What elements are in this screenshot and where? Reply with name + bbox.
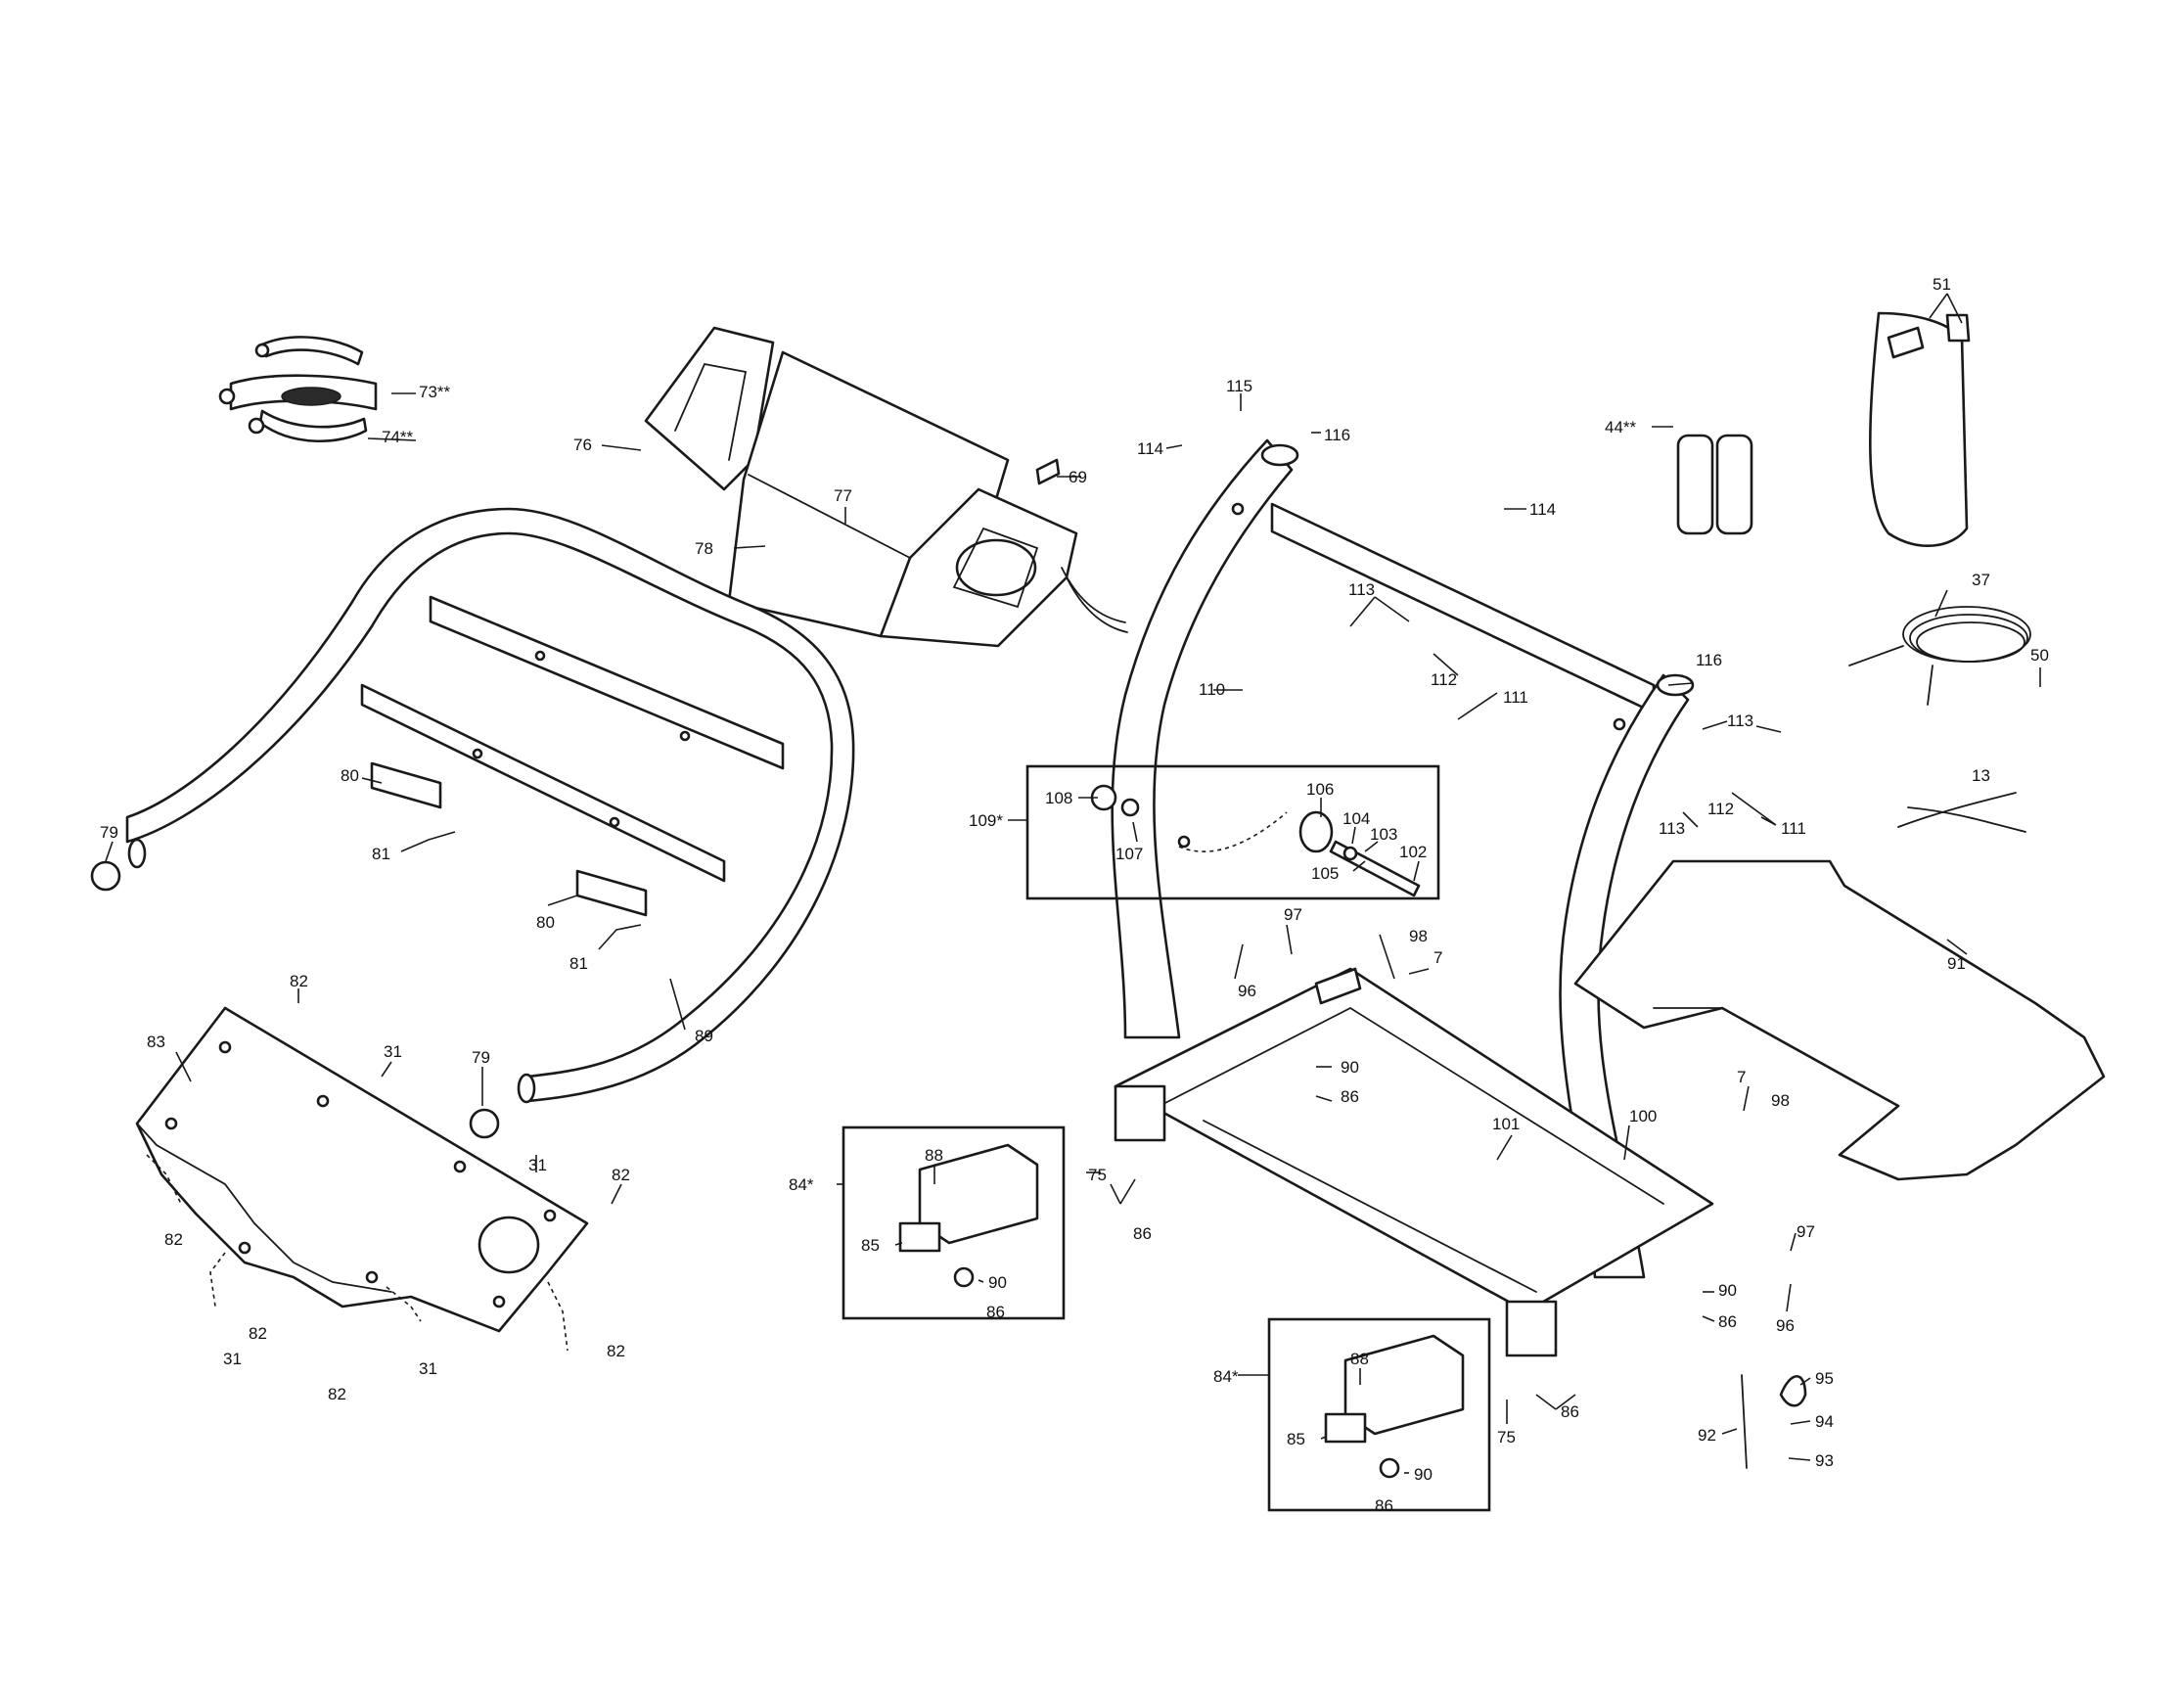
callout-labels: 73** 74** 76 77 78 69 114 115 116 114 44… [100, 275, 2049, 1515]
label-82-bottom-b: 82 [328, 1385, 346, 1403]
label-98-upper: 98 [1409, 927, 1428, 945]
label-88-left: 88 [925, 1146, 943, 1165]
motor-hood-part [135, 1006, 589, 1352]
label-80-upper: 80 [341, 766, 359, 785]
label-82-top: 82 [290, 972, 308, 990]
label-91: 91 [1947, 954, 1966, 973]
chest-strap-part [218, 336, 378, 443]
leveling-foot-box-right [1267, 1317, 1491, 1512]
label-82-right: 82 [612, 1166, 630, 1184]
label-78: 78 [695, 539, 713, 558]
label-111-upper: 111 [1503, 688, 1528, 707]
label-113-mid: 113 [1727, 712, 1753, 730]
label-69: 69 [1069, 468, 1087, 486]
label-95: 95 [1815, 1369, 1834, 1388]
label-108: 108 [1045, 789, 1072, 807]
label-94: 94 [1815, 1412, 1834, 1431]
label-113-lower: 113 [1659, 819, 1685, 838]
label-90-right: 90 [1414, 1465, 1433, 1484]
label-13: 13 [1972, 766, 1990, 785]
label-85-left: 85 [861, 1236, 880, 1255]
label-92: 92 [1698, 1426, 1716, 1445]
label-75-upper: 75 [1088, 1166, 1107, 1184]
label-116-top: 116 [1324, 426, 1350, 444]
leveling-foot-box-left [842, 1125, 1066, 1320]
label-111-lower: 111 [1781, 819, 1806, 838]
label-115: 115 [1226, 377, 1252, 395]
label-113-upper: 113 [1348, 580, 1375, 599]
label-31-top: 31 [384, 1042, 402, 1061]
label-73: 73** [419, 383, 451, 401]
label-116-lower: 116 [1696, 651, 1722, 669]
leader-lines [105, 293, 2041, 1474]
label-7-upper: 7 [1433, 948, 1442, 967]
roller-assembly-box [1025, 764, 1440, 900]
deck-part [1573, 859, 2106, 1181]
label-37: 37 [1972, 571, 1990, 589]
label-105: 105 [1311, 864, 1339, 883]
label-84-right: 84* [1213, 1367, 1239, 1386]
label-82-bottom-c: 82 [607, 1342, 625, 1360]
label-81-upper: 81 [372, 845, 390, 863]
label-77: 77 [834, 486, 852, 505]
label-76: 76 [573, 436, 592, 454]
label-82-bottom-a: 82 [249, 1324, 267, 1343]
label-7-lower: 7 [1737, 1068, 1746, 1086]
label-86-lower: 86 [1718, 1312, 1737, 1331]
label-106: 106 [1306, 780, 1334, 799]
label-96-lower: 96 [1776, 1316, 1795, 1335]
label-74: 74** [382, 428, 414, 446]
label-86-upper: 86 [1341, 1087, 1359, 1106]
label-97-upper: 97 [1284, 905, 1302, 924]
label-31-bottom-a: 31 [223, 1350, 242, 1368]
label-83: 83 [147, 1033, 165, 1051]
label-86-mid: 86 [1133, 1224, 1152, 1243]
label-79-bottom: 79 [472, 1048, 490, 1067]
label-90-upper: 90 [1341, 1058, 1359, 1077]
label-75-lower: 75 [1497, 1428, 1516, 1446]
label-85-right: 85 [1287, 1430, 1305, 1448]
label-44: 44** [1605, 418, 1637, 436]
label-112-lower: 112 [1707, 800, 1734, 818]
label-96-upper: 96 [1238, 982, 1256, 1000]
label-51: 51 [1933, 275, 1951, 294]
label-79-top: 79 [100, 823, 118, 842]
label-50: 50 [2030, 646, 2049, 665]
label-100: 100 [1629, 1107, 1657, 1125]
accessories-part [1676, 311, 2031, 1469]
label-89: 89 [695, 1027, 713, 1045]
label-86-left: 86 [986, 1303, 1005, 1321]
label-86-far: 86 [1561, 1402, 1579, 1421]
label-109: 109* [969, 811, 1003, 830]
label-97-lower: 97 [1797, 1222, 1815, 1241]
label-90-left: 90 [988, 1273, 1007, 1292]
label-114-right: 114 [1529, 500, 1556, 519]
label-102: 102 [1399, 843, 1427, 861]
label-86-right: 86 [1375, 1496, 1393, 1515]
base-frame-part [1114, 967, 1714, 1357]
handrail-frame-part [90, 507, 855, 1139]
label-101: 101 [1492, 1115, 1520, 1133]
label-88-right: 88 [1350, 1350, 1369, 1368]
label-114-left: 114 [1137, 439, 1163, 458]
label-104: 104 [1342, 809, 1370, 828]
label-93: 93 [1815, 1451, 1834, 1470]
label-31-bottom-b: 31 [419, 1359, 437, 1378]
label-31-mid: 31 [528, 1156, 547, 1174]
label-80-lower: 80 [536, 913, 555, 932]
label-110: 110 [1199, 680, 1225, 699]
label-81-lower: 81 [569, 954, 588, 973]
label-112-upper: 112 [1431, 670, 1457, 689]
label-107: 107 [1115, 845, 1143, 863]
label-98-lower: 98 [1771, 1091, 1790, 1110]
label-90-lower: 90 [1718, 1281, 1737, 1300]
label-103: 103 [1370, 825, 1397, 844]
label-84-left: 84* [789, 1175, 814, 1194]
label-82-left: 82 [164, 1230, 183, 1249]
